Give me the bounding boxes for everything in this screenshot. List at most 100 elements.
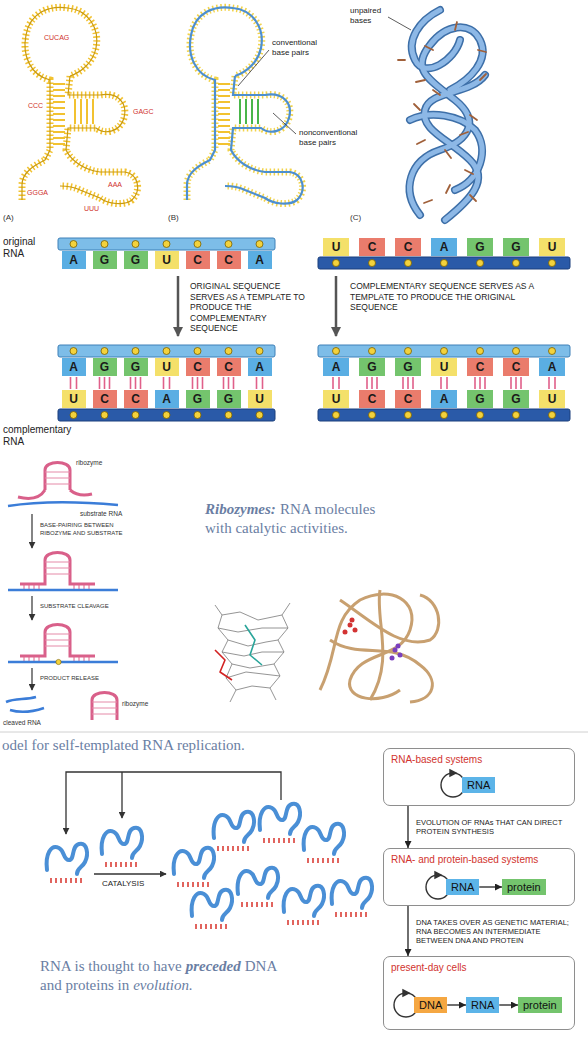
edge-label: EVOLUTION OF RNAs THAT CAN DIRECT PROTEI… — [416, 818, 574, 836]
step-text: COMPLEMENTARY SEQUENCE SERVES AS A TEMPL… — [350, 281, 550, 313]
molecular-structure-ribbon — [320, 590, 439, 702]
connector-arrow — [407, 806, 408, 848]
nucleotide-base: A — [62, 251, 86, 269]
rna-3d-ribbon — [398, 10, 486, 220]
molecule-label: protein — [507, 881, 541, 894]
nucleotide-base: C — [217, 251, 241, 269]
rna-secondary-structure-a — [22, 7, 138, 203]
sequence-fragment: CCC — [28, 102, 43, 110]
molecule-box: protein — [502, 879, 546, 895]
system-panel: RNA- and protein-based systemsRNA protein — [383, 848, 575, 906]
nucleotide-base: C — [186, 358, 210, 376]
nucleotide-base: G — [217, 390, 241, 408]
nucleotide-base: G — [395, 358, 421, 376]
nucleotide-base: G — [93, 358, 117, 376]
sequence-fragment: UUU — [84, 205, 99, 213]
panel-letter: (C) — [350, 213, 361, 223]
connector-arrow — [407, 906, 408, 956]
molecule-box: RNA — [466, 997, 499, 1013]
nucleotide-base: G — [503, 390, 529, 408]
system-panel: RNA-based systemsRNA — [383, 748, 575, 806]
sequence-fragment: GAGC — [133, 108, 154, 116]
panel-heading: RNA- and protein-based systems — [391, 854, 538, 866]
panel-letter: (A) — [3, 213, 14, 223]
nucleotide-base: A — [431, 390, 457, 408]
molecule-label: RNA — [471, 999, 494, 1012]
sequence-fragment: CUCAG — [44, 34, 69, 42]
nucleotide-base: C — [359, 390, 385, 408]
ribozyme-cartoon — [6, 463, 118, 721]
template-strands — [58, 238, 570, 421]
nucleotide-base: A — [248, 358, 272, 376]
nucleotide-base: C — [395, 238, 421, 256]
nucleotide-base: C — [186, 251, 210, 269]
nucleotide-base: U — [62, 390, 86, 408]
molecule-box: DNA — [414, 997, 447, 1013]
nucleotide-base: C — [217, 358, 241, 376]
connector-arrow — [499, 1004, 518, 1005]
step-text: SUBSTRATE CLEAVAGE — [40, 603, 109, 611]
callout-label: unpaired bases — [350, 6, 396, 26]
nucleotide-base: C — [503, 358, 529, 376]
nucleotide-base: G — [467, 238, 493, 256]
nucleotide-base: G — [503, 238, 529, 256]
nucleotide-base: G — [124, 251, 148, 269]
sequence-fragment: GGGA — [27, 189, 48, 197]
nucleotide-base: U — [431, 358, 457, 376]
nucleotide-base: U — [539, 238, 565, 256]
part-label: ribozyme — [76, 459, 102, 467]
nucleotide-base: U — [248, 390, 272, 408]
nucleotide-base: A — [62, 358, 86, 376]
nucleotide-base: G — [186, 390, 210, 408]
nucleotide-base: G — [124, 358, 148, 376]
molecule-box: protein — [518, 997, 562, 1013]
molecule-label: protein — [523, 999, 557, 1012]
callout-label: conventional base pairs — [272, 38, 334, 58]
strand-label: original RNA — [3, 236, 57, 260]
step-text: BASE-PAIRING BETWEEN RIBOZYME AND SUBSTR… — [40, 522, 132, 537]
caption-text: RNA is thought to have — [40, 958, 182, 974]
nucleotide-base: A — [155, 390, 179, 408]
nucleotide-base: G — [467, 390, 493, 408]
nucleotide-base: U — [323, 390, 349, 408]
nucleotide-base: A — [431, 238, 457, 256]
nucleotide-base: U — [323, 238, 349, 256]
section-heading: odel for self-templated RNA replication. — [2, 736, 245, 754]
callout-label: nonconventional base pairs — [299, 128, 373, 148]
panel-letter: (B) — [168, 213, 179, 223]
caption-term: Ribozymes: — [205, 501, 276, 517]
sequence-fragment: AAA — [108, 181, 122, 189]
panel-heading: RNA-based systems — [391, 754, 482, 766]
nucleotide-base: U — [155, 251, 179, 269]
nucleotide-base: U — [539, 390, 565, 408]
molecule-box: RNA — [446, 879, 479, 895]
leader-lines — [238, 17, 411, 134]
self-replication-diagram — [47, 772, 372, 929]
edge-label: DNA TAKES OVER AS GENETIC MATERIAL; RNA … — [416, 918, 574, 945]
nucleotide-base: A — [539, 358, 565, 376]
nucleotide-base: C — [467, 358, 493, 376]
nucleotide-base: A — [323, 358, 349, 376]
nucleotide-base: C — [359, 238, 385, 256]
system-panel: present-day cellsDNA RNA protein — [383, 956, 575, 1030]
connector-arrow — [447, 1004, 466, 1005]
molecular-structure-wire — [215, 603, 290, 702]
connector-arrow — [479, 886, 502, 887]
nucleotide-base: C — [124, 390, 148, 408]
nucleotide-base: C — [93, 390, 117, 408]
panel-heading: present-day cells — [391, 962, 467, 974]
nucleotide-base: U — [155, 358, 179, 376]
nucleotide-base: G — [359, 358, 385, 376]
molecule-label: RNA — [451, 881, 474, 894]
molecule-label: RNA — [467, 779, 490, 792]
step-text: PRODUCT RELEASE — [40, 675, 99, 683]
caption-term: evolution. — [133, 977, 193, 993]
part-label: substrate RNA — [80, 510, 122, 518]
caption-term: preceded — [186, 958, 241, 974]
nucleotide-base: C — [395, 390, 421, 408]
strand-label: complementary RNA — [3, 424, 83, 448]
rna-secondary-structure-b — [187, 7, 303, 203]
molecule-box: RNA — [462, 777, 495, 793]
caption-paragraph: Ribozymes:RNA molecules with catalytic a… — [205, 500, 397, 538]
